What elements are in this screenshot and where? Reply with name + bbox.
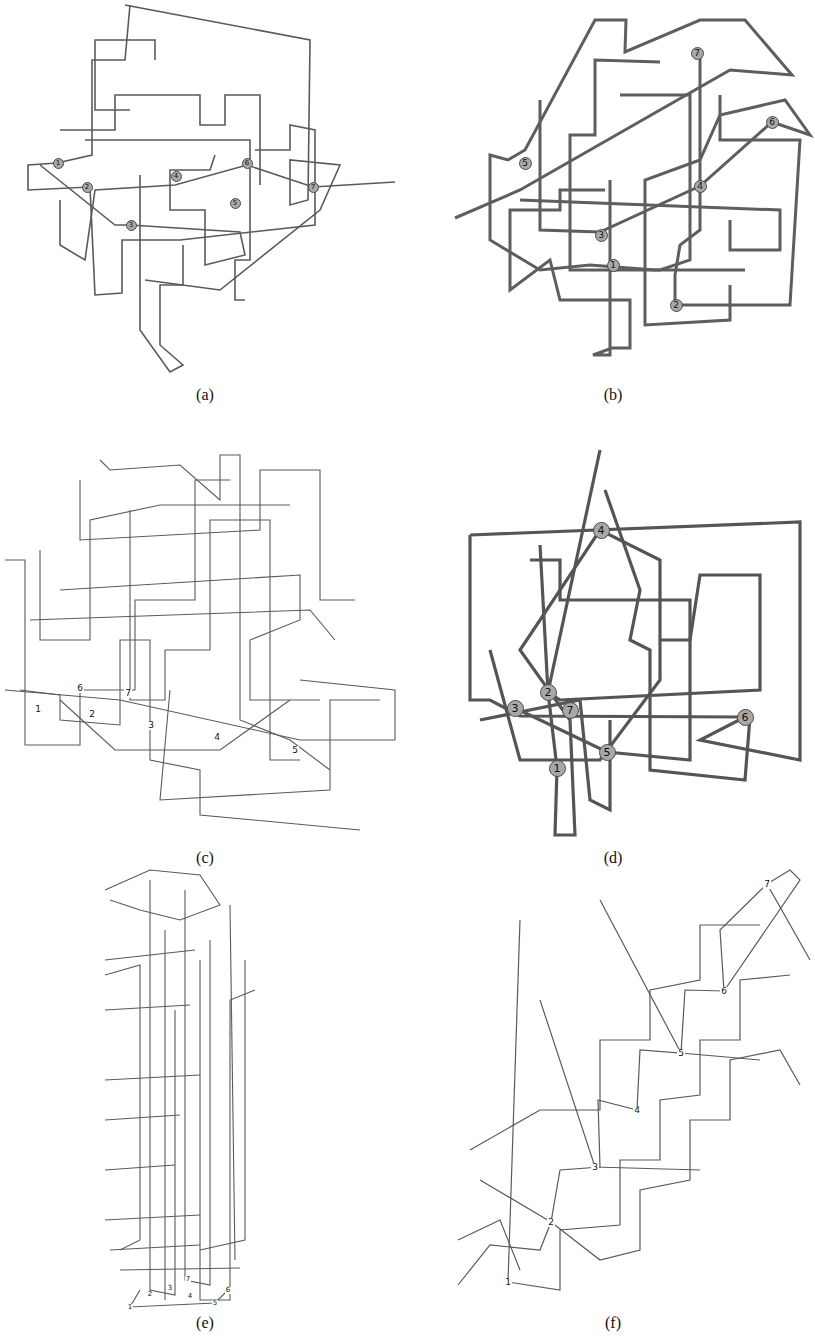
vertex-number: 2: [147, 1291, 153, 1298]
panel-caption: (b): [604, 387, 623, 403]
vertex-number: 1: [56, 160, 60, 167]
vertex-number: 3: [512, 703, 519, 714]
vertex-marker: 3: [126, 220, 137, 231]
knot-a: [28, 5, 395, 372]
vertex-marker: 3: [507, 700, 524, 717]
vertex-number: 5: [677, 1049, 685, 1058]
vertex-number: 5: [291, 746, 299, 755]
vertex-number: 3: [147, 721, 155, 730]
vertex-number: 5: [233, 200, 237, 207]
vertex-marker: 6: [737, 709, 754, 726]
vertex-number: 4: [633, 1106, 641, 1115]
vertex-number: 4: [187, 1293, 193, 1300]
vertex-number: 1: [554, 763, 561, 774]
vertex-number: 6: [769, 118, 775, 127]
vertex-number: 3: [591, 1163, 599, 1172]
vertex-number: 5: [522, 159, 528, 168]
vertex-number: 1: [610, 261, 616, 270]
vertex-number: 4: [697, 182, 703, 191]
vertex-number: 4: [174, 173, 178, 180]
vertex-number: 6: [225, 1287, 231, 1294]
vertex-number: 7: [763, 880, 771, 889]
knot-f: [458, 870, 810, 1290]
panel-caption: (c): [196, 850, 214, 866]
vertex-number: 1: [34, 705, 42, 714]
vertex-marker: 6: [766, 116, 779, 129]
panel-caption: (d): [604, 850, 623, 866]
vertex-number: 5: [212, 1300, 218, 1307]
vertex-marker: 4: [171, 171, 182, 182]
vertex-number: 1: [127, 1304, 133, 1311]
vertex-number: 7: [694, 49, 700, 58]
vertex-number: 2: [547, 1218, 555, 1227]
vertex-number: 6: [720, 987, 728, 996]
knot-b: [455, 20, 810, 355]
vertex-number: 4: [598, 525, 605, 536]
vertex-number: 3: [598, 231, 604, 240]
vertex-number: 7: [311, 184, 315, 191]
vertex-marker: 7: [562, 702, 579, 719]
vertex-marker: 5: [230, 198, 241, 209]
vertex-number: 7: [567, 705, 574, 716]
vertex-number: 3: [167, 1285, 173, 1292]
vertex-number: 5: [604, 747, 611, 758]
vertex-number: 6: [245, 160, 249, 167]
vertex-marker: 6: [242, 158, 253, 169]
vertex-number: 2: [85, 184, 89, 191]
vertex-marker: 1: [53, 158, 64, 169]
vertex-marker: 2: [670, 299, 683, 312]
vertex-number: 6: [742, 712, 749, 723]
vertex-number: 4: [213, 733, 221, 742]
vertex-marker: 4: [593, 522, 610, 539]
vertex-marker: 2: [540, 684, 557, 701]
panel-caption: (f): [605, 1315, 621, 1331]
vertex-number: 2: [545, 687, 552, 698]
vertex-marker: 1: [607, 259, 620, 272]
vertex-number: 2: [88, 710, 96, 719]
knot-d: [470, 450, 800, 835]
vertex-marker: 7: [308, 182, 319, 193]
vertex-number: 7: [185, 1276, 191, 1283]
knot-e: [105, 870, 255, 1307]
panel-caption: (e): [196, 1315, 214, 1331]
vertex-number: 7: [124, 689, 132, 698]
panel-caption: (a): [196, 387, 214, 403]
vertex-number: 1: [504, 1278, 512, 1287]
vertex-marker: 2: [82, 182, 93, 193]
vertex-number: 3: [129, 222, 133, 229]
vertex-marker: 1: [549, 760, 566, 777]
knot-c: [5, 455, 395, 830]
vertex-marker: 4: [694, 180, 707, 193]
vertex-marker: 7: [691, 47, 704, 60]
vertex-number: 2: [673, 301, 679, 310]
vertex-number: 6: [76, 684, 84, 693]
vertex-marker: 3: [595, 229, 608, 242]
vertex-marker: 5: [599, 744, 616, 761]
vertex-marker: 5: [519, 157, 532, 170]
